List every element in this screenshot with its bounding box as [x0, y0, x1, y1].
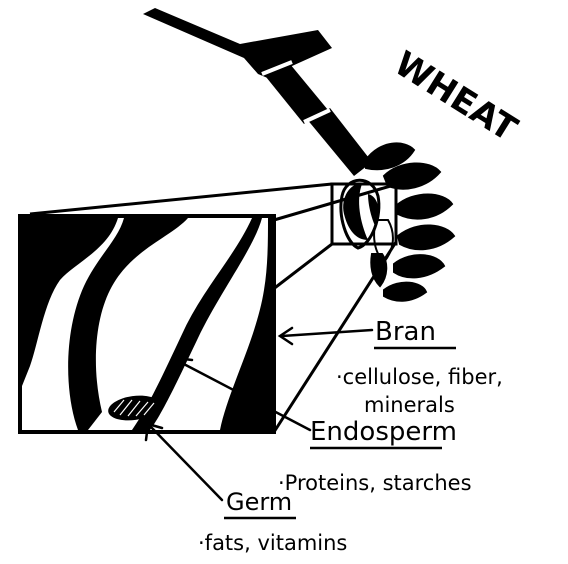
bran-detail-2: minerals — [364, 393, 455, 417]
magnified-cross-section — [20, 216, 274, 432]
stalk-broken-tip — [143, 8, 332, 84]
projection-line-mid — [272, 244, 332, 290]
bran-name: Bran — [375, 317, 436, 347]
bran-label: Bran ·cellulose, fiber, minerals — [336, 317, 503, 417]
germ-detail-1: ·fats, vitamins — [198, 531, 347, 555]
germ-arrow-line — [152, 428, 222, 500]
bran-detail-1: ·cellulose, fiber, — [336, 365, 503, 389]
endosperm-detail-1: ·Proteins, starches — [278, 471, 472, 495]
germ-name: Germ — [226, 488, 292, 516]
head-kernel-r2 — [396, 195, 452, 219]
head-kernel-r3 — [398, 225, 454, 249]
endosperm-name: Endosperm — [310, 417, 457, 447]
head-kernel-r5 — [384, 283, 426, 301]
bran-arrow-line — [282, 330, 372, 336]
head-kernel-r4 — [394, 255, 444, 277]
wheat-stalk — [143, 8, 372, 176]
projection-line-top — [30, 184, 332, 214]
diagram-title: WHEAT — [387, 44, 524, 150]
